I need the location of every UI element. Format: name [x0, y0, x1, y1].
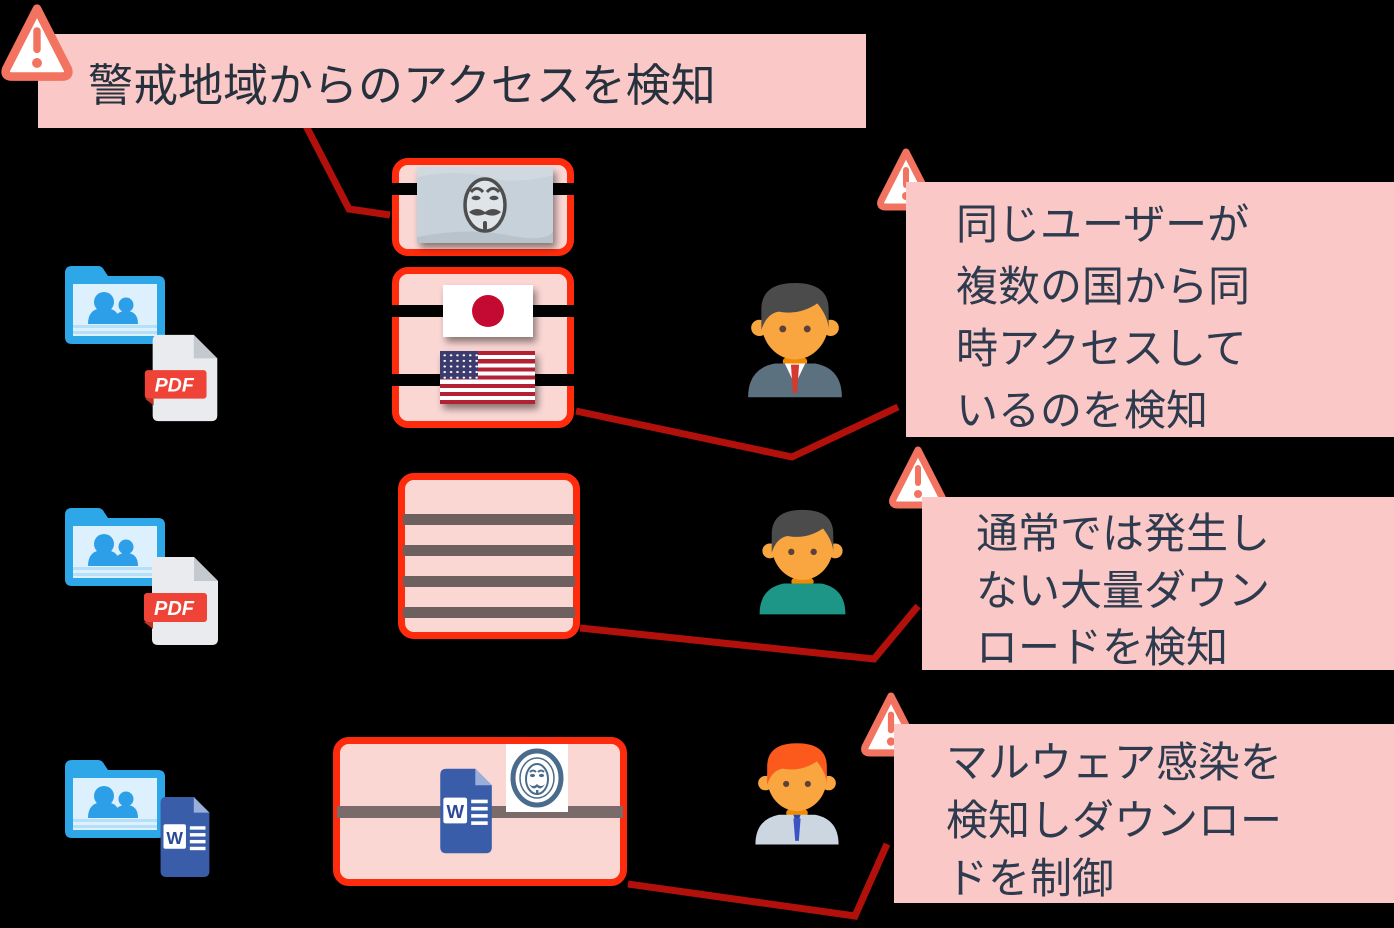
top-callout-label: 警戒地域からのアクセスを検知 [88, 59, 716, 111]
log-row-line [403, 514, 575, 525]
callout-line: ない大量ダウン [976, 567, 1271, 614]
word-label: W [446, 801, 464, 822]
callout-multi-country-access: 同じユーザーが 複数の国から同 時アクセスして いるのを検知 [906, 182, 1394, 437]
connector-download-to-callout-3 [627, 842, 891, 920]
callout-line: ドを制御 [946, 855, 1115, 902]
pdf-label: PDF [154, 598, 195, 620]
callout-malware-control: マルウェア感染を 検知しダウンロー ドを制御 [894, 724, 1394, 903]
log-row-line [403, 545, 575, 556]
shared-folder-icon [65, 266, 165, 344]
callout-line: 通常では発生し [976, 510, 1271, 557]
top-callout: 警戒地域からのアクセスを検知 [38, 34, 866, 128]
callout-line: いるのを検知 [956, 387, 1209, 434]
callout-line: 同じユーザーが [956, 201, 1250, 248]
user-avatar-suit [748, 283, 842, 398]
anonymous-mask-flag-icon [417, 167, 553, 243]
shared-folder-icon [65, 508, 165, 586]
callout-line: 時アクセスして [956, 325, 1247, 372]
user-avatar-teal [759, 509, 846, 615]
warning-triangle-icon [889, 446, 947, 509]
connector-top-callout-to-gate [300, 120, 391, 219]
word-file-icon: W [440, 768, 492, 854]
usa-flag-canton [440, 351, 478, 379]
warning-triangle-icon [1, 4, 73, 81]
word-label: W [166, 828, 183, 848]
japan-flag-sun [472, 295, 504, 327]
shared-folder-icon [65, 760, 165, 838]
pdf-file-icon: PDF [144, 334, 218, 422]
connector-list-to-callout-2 [579, 603, 921, 663]
pdf-file-icon: PDF [144, 557, 218, 645]
callout-line: 複数の国から同 [956, 263, 1251, 310]
callout-line: マルウェア感染を [946, 739, 1283, 786]
anonymous-badge-icon [506, 744, 568, 812]
usa-flag-icon [440, 351, 535, 404]
word-file-icon: W [160, 796, 210, 878]
pdf-label: PDF [155, 375, 195, 397]
user-avatar-orange-hair [755, 743, 839, 845]
log-row-line [403, 576, 575, 587]
callout-line: ロードを検知 [976, 624, 1229, 671]
japan-flag-icon [443, 285, 533, 337]
callout-mass-download: 通常では発生し ない大量ダウン ロードを検知 [922, 497, 1394, 671]
callout-line: 検知しダウンロー [946, 797, 1283, 844]
connector-flags-to-callout-1 [575, 403, 900, 461]
log-row-line [403, 607, 575, 618]
